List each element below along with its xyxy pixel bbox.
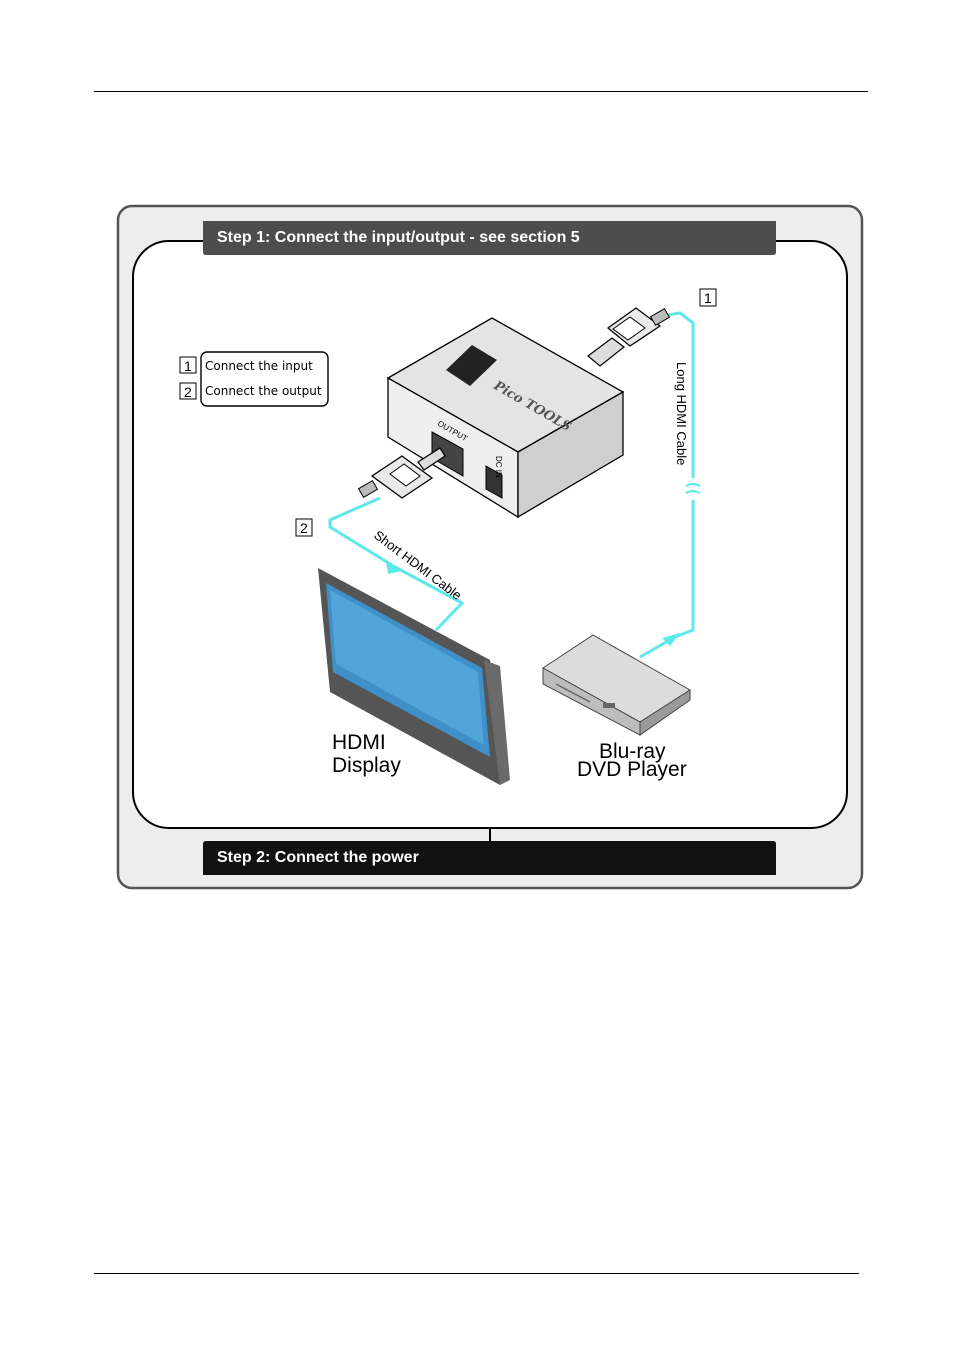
display-label-line1: HDMI: [332, 731, 386, 754]
legend-num-2: 2: [184, 384, 192, 400]
step2-label: Step 2: Connect the power: [217, 849, 419, 866]
step1-label: Step 1: Connect the input/output - see s…: [217, 229, 580, 246]
player-label-line2: DVD Player: [577, 758, 687, 781]
power-port-label: DC IN: [494, 456, 503, 478]
callout-input-num: 1: [704, 290, 712, 306]
callout-output-num: 2: [300, 520, 308, 536]
step2-bar: Step 2: Connect the power: [203, 841, 776, 875]
long-cable-label: Long HDMI Cable: [674, 362, 689, 465]
footer-rule: [94, 1273, 859, 1274]
legend: 1 Connect the input 2 Connect the output: [180, 352, 328, 406]
display-label-line2: Display: [332, 754, 401, 777]
legend-num-1: 1: [184, 358, 192, 374]
legend-text-2: Connect the output: [205, 384, 322, 398]
step1-bar: Step 1: Connect the input/output - see s…: [203, 221, 776, 255]
legend-text-1: Connect the input: [205, 359, 313, 373]
